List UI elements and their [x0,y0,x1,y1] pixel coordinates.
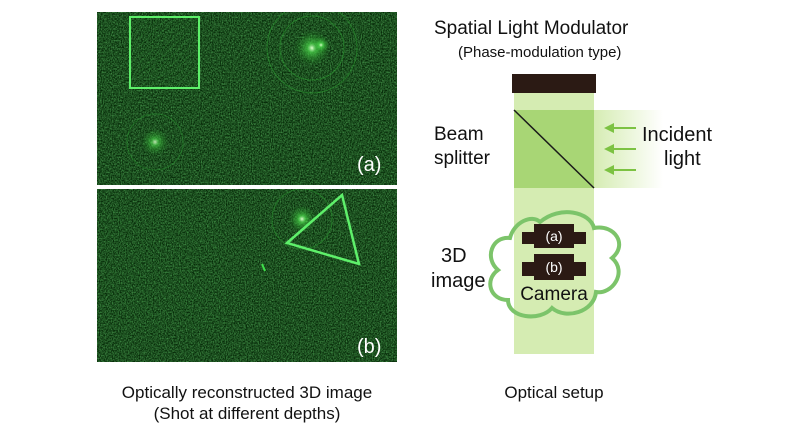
object-a-label: (a) [545,228,563,244]
image-a-label: (a) [357,154,382,176]
left-caption-line2: (Shot at different depths) [153,404,341,423]
3d-image-label-line2: image [431,270,486,292]
beam-splitter-label-line1: Beam [434,124,484,145]
square-outline [129,16,200,89]
object-b-block [534,254,574,280]
object-b-label: (b) [545,259,563,275]
slm-device [512,74,596,93]
object-a-block [534,224,574,248]
camera-label: Camera [520,284,588,305]
3d-image-cloud [488,210,622,319]
beam-splitter-diagonal [513,109,595,189]
left-caption-line1: Optically reconstructed 3D image [121,383,373,402]
slm-subtitle: (Phase-modulation type) [458,44,622,61]
incident-arrows [604,123,636,175]
image-divider [97,185,397,189]
hologram-image-a: (a) [97,12,397,185]
triangle-outline [284,192,361,266]
incident-light-label-line1: Incident [642,124,713,146]
right-caption: Optical setup [504,383,604,402]
3d-image-label-line1: 3D [441,245,467,267]
hologram-image-b: (b) [97,189,397,362]
slm-title: Spatial Light Modulator [434,18,629,39]
incident-light-label-line2: light [664,148,701,170]
image-b-label: (b) [357,336,382,358]
beam-splitter-label-line2: splitter [434,148,490,169]
